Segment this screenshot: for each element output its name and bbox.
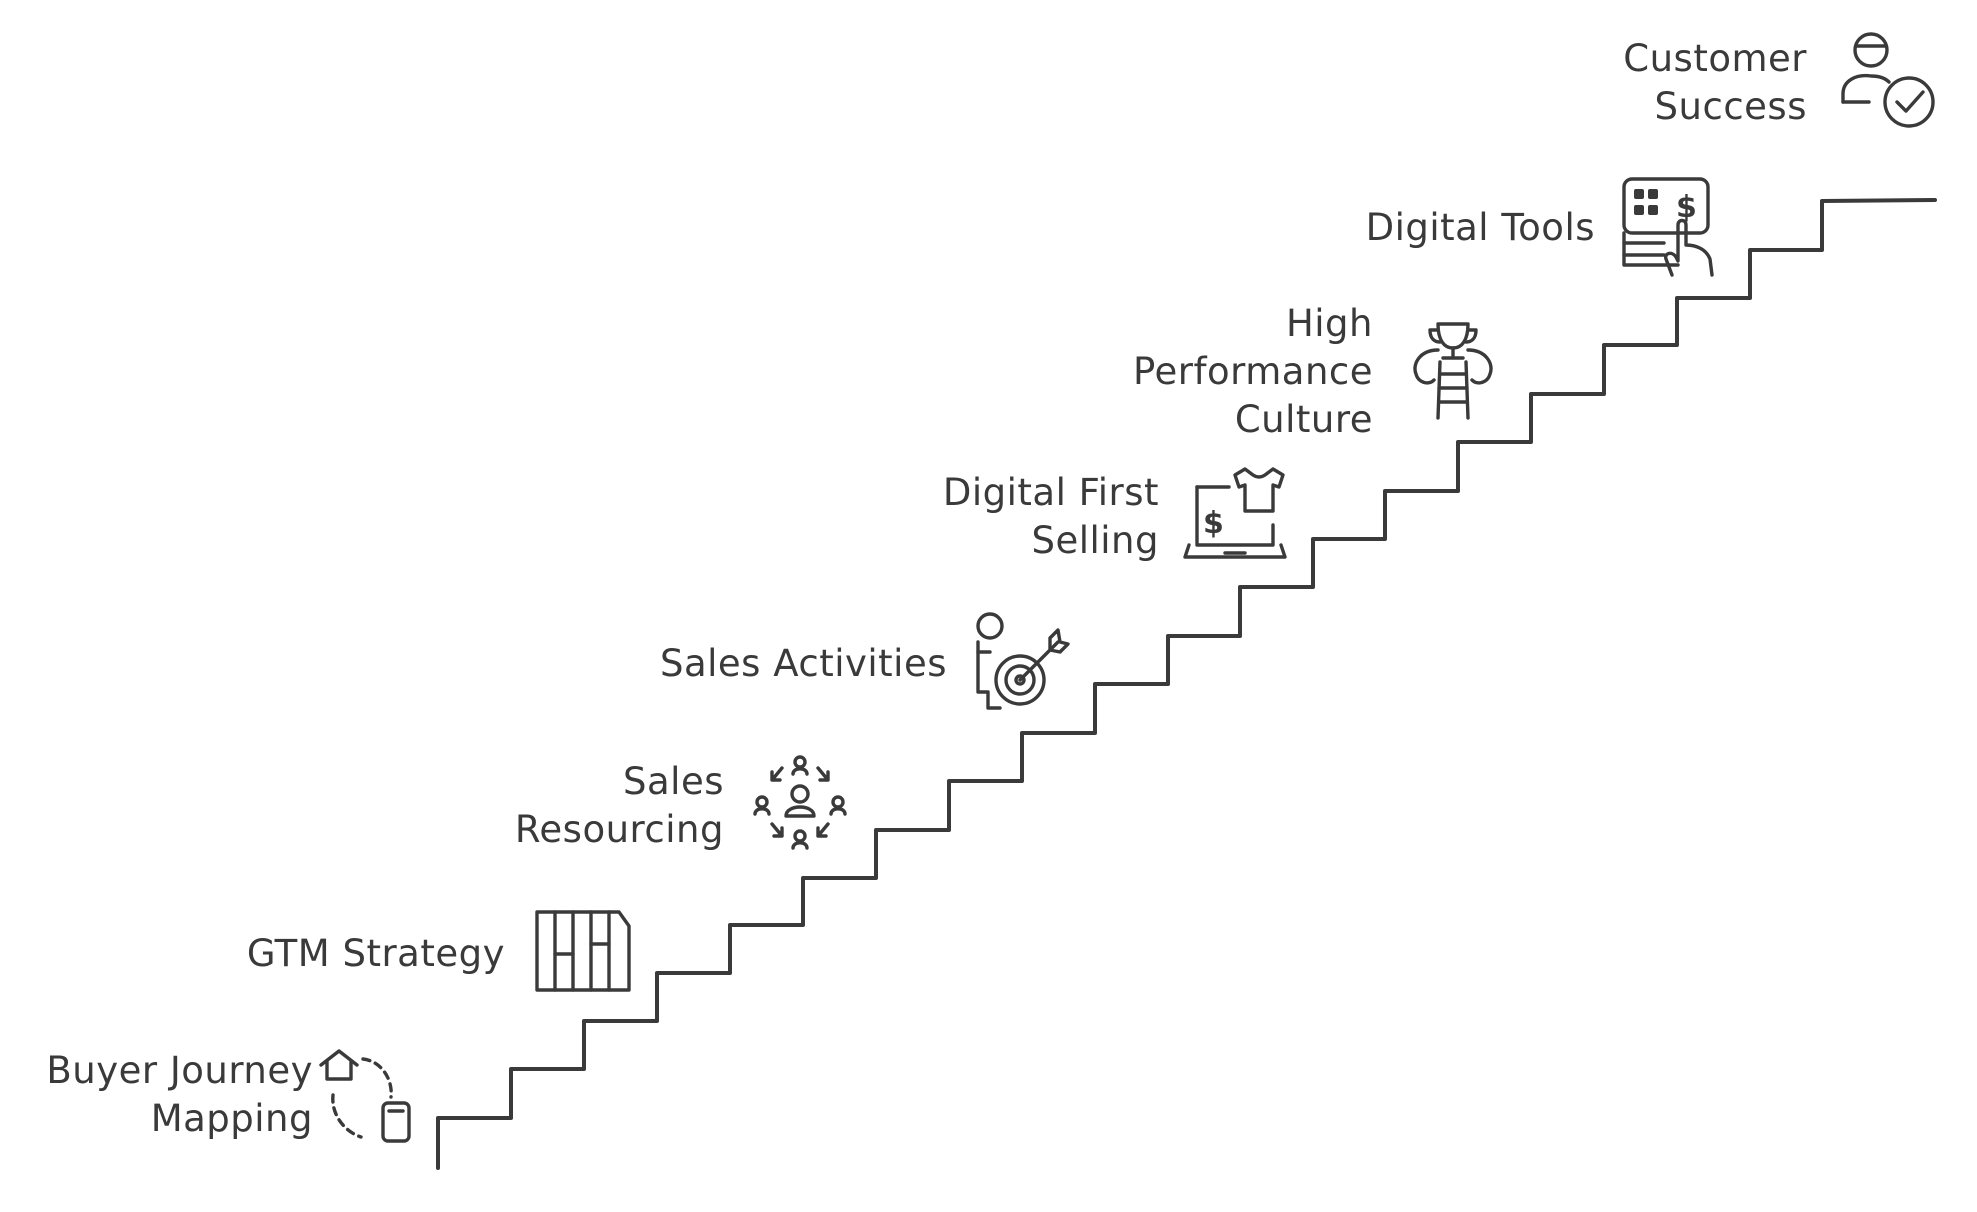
- step-label-line: Digital Tools: [1365, 206, 1595, 249]
- step-label-digital-first-selling: Digital First Selling: [943, 469, 1159, 565]
- step-label-buyer-journey: Buyer Journey Mapping: [46, 1047, 313, 1143]
- strategy-columns-icon: [533, 908, 633, 994]
- trophy-ladder-icon: [1410, 320, 1496, 420]
- step-label-line: Customer: [1623, 37, 1807, 80]
- person-target-icon: [970, 612, 1070, 712]
- digital-payment-icon: $: [1620, 175, 1718, 277]
- step-label-sales-activities: Sales Activities: [660, 640, 947, 688]
- step-label-line: Buyer Journey: [46, 1049, 313, 1092]
- step-label-line: Mapping: [150, 1097, 313, 1140]
- step-label-line: High: [1285, 302, 1373, 345]
- step-label-line: Sales: [623, 760, 724, 803]
- svg-text:$: $: [1203, 506, 1224, 541]
- step-label-line: Selling: [1031, 519, 1159, 562]
- step-label-digital-tools: Digital Tools: [1366, 204, 1595, 252]
- step-label-line: GTM Strategy: [246, 932, 505, 975]
- step-label-line: Resourcing: [514, 808, 724, 851]
- svg-text:$: $: [1676, 190, 1697, 225]
- team-network-icon: [752, 754, 848, 850]
- step-label-line: Culture: [1234, 398, 1373, 441]
- step-label-gtm-strategy: GTM Strategy: [247, 930, 505, 978]
- step-label-customer-success: Customer Success: [1623, 35, 1807, 131]
- step-label-line: Performance: [1133, 350, 1373, 393]
- laptop-shop-icon: $: [1183, 465, 1287, 561]
- buyer-journey-icon: [315, 1045, 415, 1145]
- step-label-line: Success: [1654, 85, 1807, 128]
- customer-check-icon: [1835, 30, 1939, 134]
- step-label-high-performance-culture: High Performance Culture: [1133, 300, 1373, 444]
- step-label-line: Sales Activities: [659, 642, 947, 685]
- step-label-line: Digital First: [942, 471, 1159, 514]
- step-label-sales-resourcing: Sales Resourcing: [515, 758, 724, 854]
